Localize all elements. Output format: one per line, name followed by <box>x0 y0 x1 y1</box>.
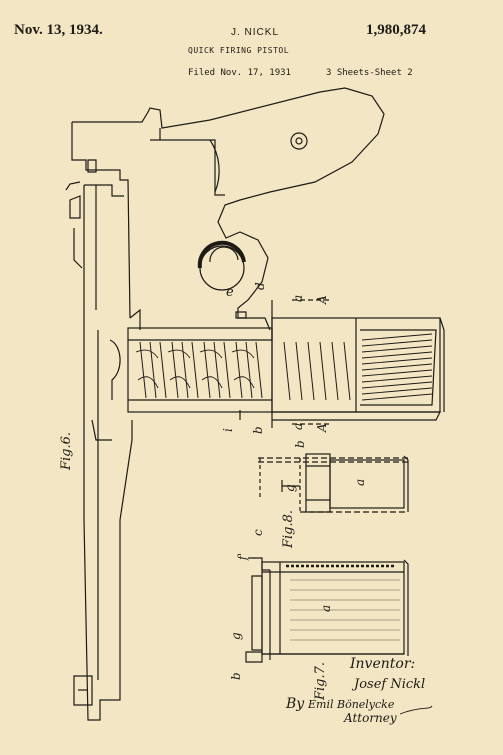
label-i: i <box>221 428 235 432</box>
patent-date: Nov. 13, 1934. <box>14 22 103 38</box>
label-A-top: A <box>315 295 329 305</box>
label-e: e <box>226 285 234 300</box>
fig7-label: Fig.7. <box>313 662 328 701</box>
fig8-label: Fig.8. <box>281 510 296 549</box>
label-a-top: a <box>291 295 305 302</box>
fig8-label-g: g <box>283 484 297 492</box>
pistol-drawing <box>65 87 445 721</box>
patent-title: QUICK FIRING PISTOL <box>188 46 290 55</box>
inventor-signature: Josef Nickl <box>351 677 425 692</box>
label-d: d <box>253 282 267 290</box>
fig6-label: Fig.6. <box>59 432 74 471</box>
sheet-count: 3 Sheets-Sheet 2 <box>326 68 413 78</box>
fig8-drawing <box>258 453 409 513</box>
fig7-label-c: c <box>251 529 265 536</box>
fig7-drawing <box>245 557 409 663</box>
label-b-left: b <box>251 426 265 434</box>
by-label: By <box>285 696 305 712</box>
inventor-label: Inventor: <box>349 656 415 672</box>
inventor-name: J. NICKL <box>231 27 280 38</box>
attorney-label: Attorney <box>343 711 397 725</box>
fig7-label-a: a <box>319 605 333 612</box>
fig7-label-b: b <box>229 672 243 680</box>
fig7-label-f1: f' <box>236 553 249 561</box>
fig7-label-g: g <box>229 632 243 640</box>
attorney-signature: Emil Bönelycke <box>307 698 395 711</box>
label-A-bottom: A <box>315 423 329 433</box>
patent-number: 1,980,874 <box>366 22 426 38</box>
fig8-label-b: b <box>293 440 307 448</box>
filed-date: Filed Nov. 17, 1931 <box>188 68 291 78</box>
fig8-label-a: a <box>353 479 367 486</box>
label-a-bottom: a <box>291 423 305 430</box>
